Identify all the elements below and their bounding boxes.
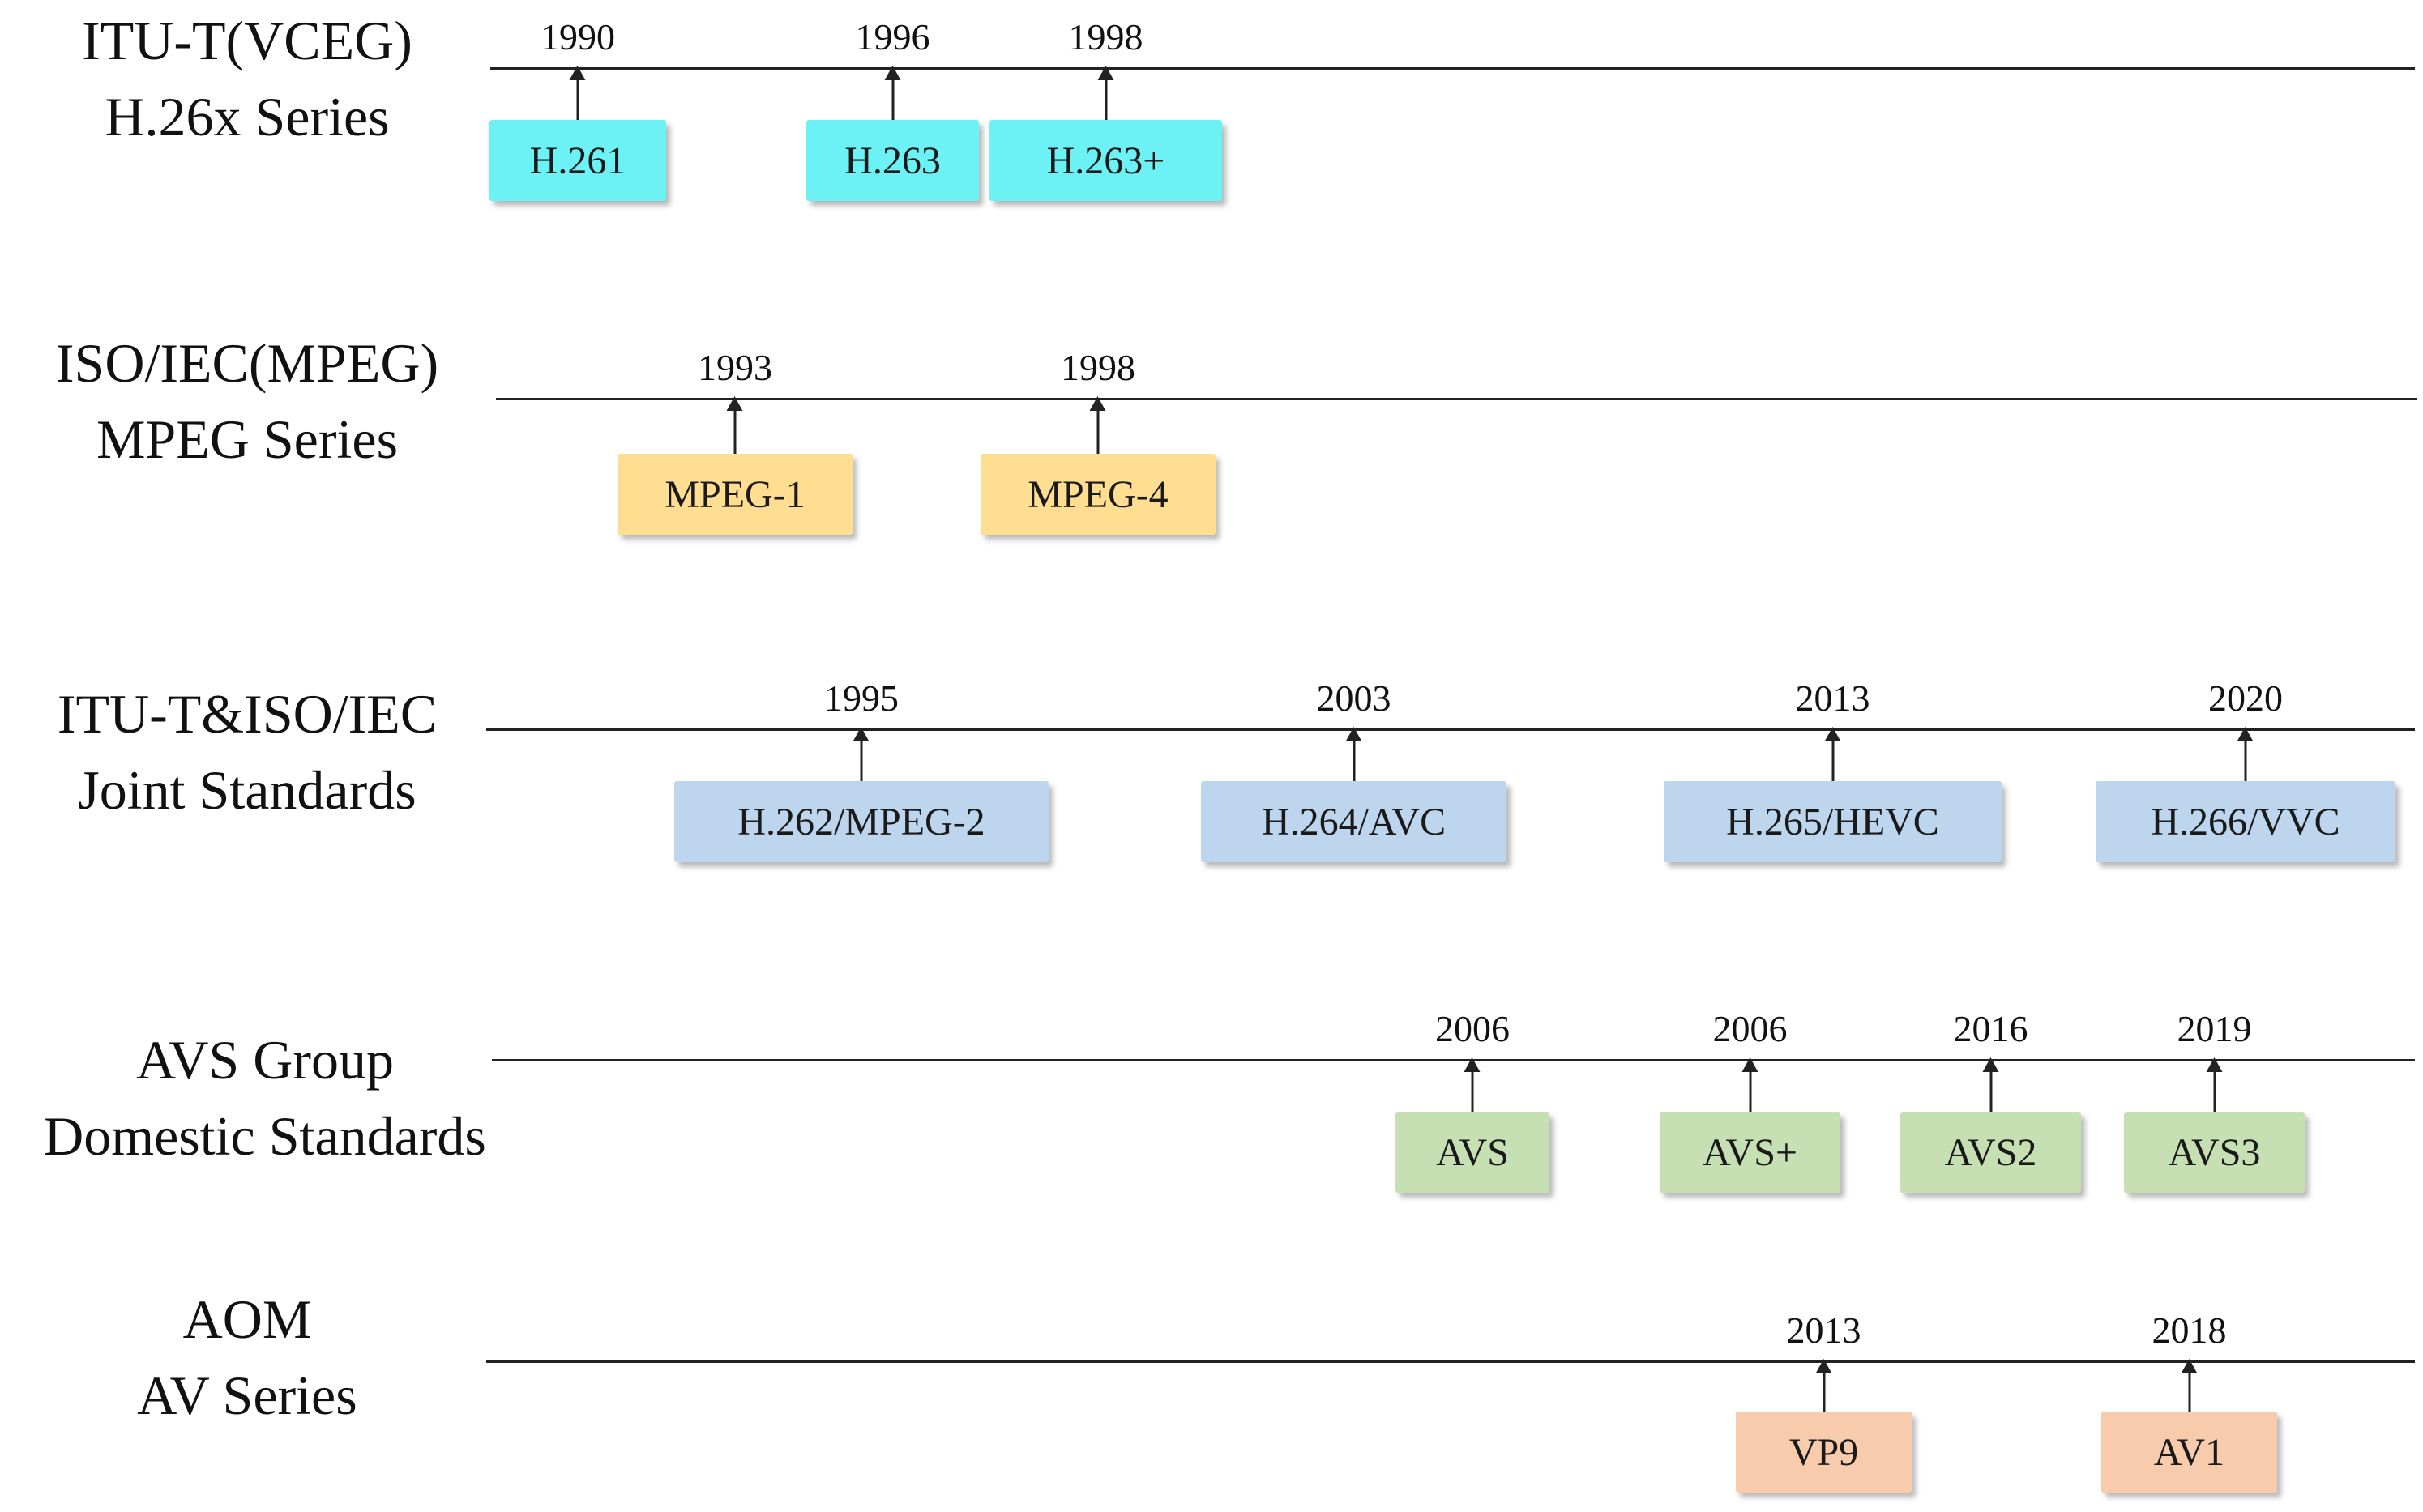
standard-box: AVS+	[1660, 1112, 1840, 1193]
up-arrow-icon	[2206, 1057, 2222, 1112]
timeline-line	[490, 67, 2415, 70]
up-arrow-icon	[1089, 396, 1106, 454]
timeline-line	[486, 728, 2415, 731]
standard-box: AV1	[2101, 1412, 2277, 1493]
standard-box: H.264/AVC	[1201, 781, 1506, 862]
row-label-line2: AV Series	[137, 1364, 357, 1426]
up-arrow-icon	[726, 396, 743, 454]
standard-box: H.262/MPEG-2	[674, 781, 1049, 862]
up-arrow-icon	[1815, 1359, 1831, 1412]
standard-box: MPEG-1	[618, 454, 853, 535]
row-label-line1: ITU-T&ISO/IEC	[57, 683, 438, 745]
row-label-line1: AVS Group	[135, 1029, 395, 1091]
up-arrow-icon	[853, 727, 870, 781]
row-label-line2: Joint Standards	[78, 758, 417, 821]
row-label-line1: ITU-T(VCEG)	[82, 10, 412, 71]
year-label: 1993	[698, 347, 772, 388]
standard-box: H.263+	[989, 120, 1222, 201]
standard-box: H.263	[806, 120, 979, 201]
row-label-line1: AOM	[182, 1288, 312, 1350]
up-arrow-icon	[2181, 1359, 2197, 1412]
year-label: 2006	[1712, 1008, 1788, 1049]
year-label: 2020	[2208, 677, 2283, 719]
up-arrow-icon	[884, 66, 900, 120]
up-arrow-icon	[1097, 66, 1113, 120]
row-label-line2: H.26x Series	[105, 85, 390, 147]
row-label: ITU-T(VCEG) H.26x Series	[0, 3, 571, 156]
standard-box: AVS2	[1900, 1112, 2081, 1193]
year-label: 2003	[1316, 677, 1391, 719]
up-arrow-icon	[2237, 727, 2254, 781]
up-arrow-icon	[1982, 1057, 1998, 1112]
standard-box: H.265/HEVC	[1664, 781, 2002, 862]
row-label-line1: ISO/IEC(MPEG)	[55, 332, 439, 394]
standard-box: H.266/VVC	[2096, 781, 2395, 862]
year-label: 2013	[1786, 1309, 1861, 1351]
standard-box: H.261	[489, 120, 666, 201]
timeline-line	[492, 1059, 2415, 1061]
timeline-line	[486, 1360, 2415, 1363]
row-label-line2: Domestic Standards	[44, 1104, 486, 1167]
standard-box: MPEG-4	[981, 454, 1216, 535]
row-label-line2: MPEG Series	[96, 408, 399, 470]
year-label: 2013	[1795, 677, 1870, 719]
year-label: 1998	[1061, 347, 1135, 388]
row-label: ITU-T&ISO/IEC Joint Standards	[0, 677, 571, 829]
up-arrow-icon	[569, 66, 586, 120]
standard-box: AVS	[1395, 1112, 1549, 1193]
up-arrow-icon	[1464, 1057, 1481, 1112]
year-label: 2016	[1953, 1008, 2028, 1049]
row-label: AOM AV Series	[0, 1282, 571, 1434]
row-label: ISO/IEC(MPEG) MPEG Series	[0, 326, 571, 478]
up-arrow-icon	[1824, 727, 1840, 781]
up-arrow-icon	[1741, 1057, 1758, 1112]
year-label: 1990	[541, 16, 615, 58]
year-label: 1995	[824, 677, 899, 719]
year-label: 1998	[1068, 16, 1143, 58]
up-arrow-icon	[1345, 727, 1361, 781]
year-label: 2019	[2177, 1008, 2252, 1049]
year-label: 1996	[855, 16, 930, 58]
year-label: 2018	[2152, 1309, 2227, 1351]
timeline-line	[496, 398, 2417, 400]
standard-box: VP9	[1736, 1412, 1912, 1493]
year-label: 2006	[1435, 1008, 1510, 1049]
standard-box: AVS3	[2124, 1112, 2305, 1193]
